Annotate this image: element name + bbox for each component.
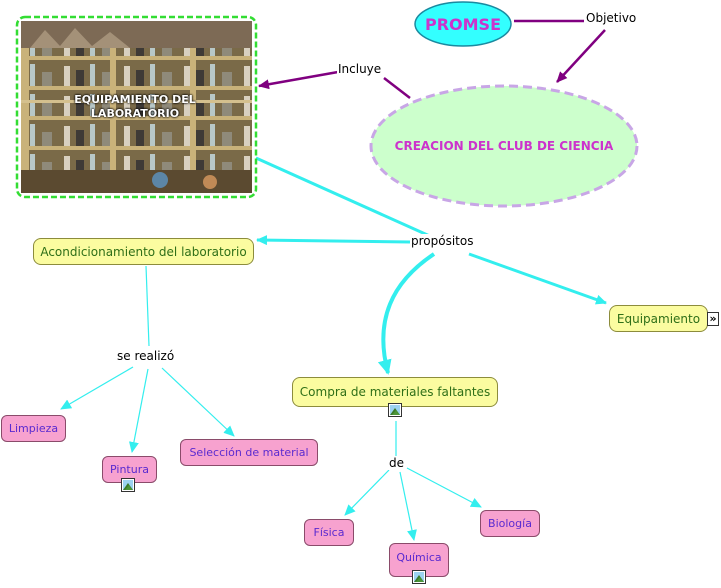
link-label-incluye: Incluye bbox=[337, 62, 383, 76]
promse-label: PROMSE bbox=[424, 14, 502, 34]
acondicionamiento-node[interactable]: Acondicionamiento del laboratorio bbox=[33, 238, 254, 265]
link-de-fisica bbox=[344, 469, 390, 516]
link-label-se-realizo: se realizó bbox=[116, 349, 176, 363]
lab-photo bbox=[21, 21, 252, 193]
equipamiento-label: Equipamiento bbox=[616, 311, 701, 326]
limpieza-label: Limpieza bbox=[8, 422, 59, 435]
image-icon[interactable] bbox=[388, 403, 402, 417]
equipamiento-lab-node[interactable]: EQUIPAMIENTO DEL LABORATORIO bbox=[60, 88, 210, 126]
link-label-de: de bbox=[388, 456, 405, 470]
link-objetivo-club bbox=[556, 29, 606, 83]
link-serealizo-limpieza bbox=[60, 366, 134, 410]
link-incluye-equip bbox=[258, 70, 339, 90]
image-icon[interactable] bbox=[121, 478, 135, 492]
link-serealizo-pintura bbox=[128, 368, 149, 453]
link-serealizo-seleccion bbox=[161, 367, 235, 437]
image-icon[interactable] bbox=[412, 570, 426, 584]
fisica-node[interactable]: Física bbox=[304, 519, 354, 546]
limpieza-node[interactable]: Limpieza bbox=[1, 415, 66, 442]
link-label-propositos: propósitos bbox=[410, 234, 475, 248]
quimica-label: Química bbox=[396, 550, 442, 564]
link-propositos-equip bbox=[468, 252, 607, 305]
expand-glyph: » bbox=[709, 312, 717, 325]
quimica-node[interactable]: Química bbox=[389, 543, 449, 577]
equipamiento-node[interactable]: Equipamiento bbox=[609, 305, 708, 332]
seleccion-node[interactable]: Selección de material bbox=[180, 439, 318, 466]
promse-node-shape bbox=[414, 1, 512, 47]
acondicionamiento-label: Acondicionamiento del laboratorio bbox=[40, 244, 247, 259]
compra-label: Compra de materiales faltantes bbox=[299, 385, 491, 399]
link-label-objetivo: Objetivo bbox=[585, 11, 638, 25]
equipamiento-lab-label: EQUIPAMIENTO DEL LABORATORIO bbox=[74, 93, 196, 120]
link-propositos-compra bbox=[377, 252, 436, 375]
biologia-node[interactable]: Biología bbox=[480, 510, 540, 537]
club-node-shape bbox=[369, 84, 639, 208]
club-label: CREACION DEL CLUB DE CIENCIA bbox=[394, 139, 614, 153]
seleccion-label: Selección de material bbox=[189, 446, 309, 459]
link-de-quimica bbox=[399, 471, 417, 541]
link-photo-propositos bbox=[255, 156, 433, 239]
link-acond-serealizo bbox=[145, 265, 150, 347]
club-node[interactable]: CREACION DEL CLUB DE CIENCIA bbox=[372, 88, 636, 204]
fisica-label: Física bbox=[313, 526, 345, 539]
biologia-label: Biología bbox=[488, 517, 532, 530]
link-de-biologia bbox=[406, 467, 482, 508]
expand-icon[interactable]: » bbox=[707, 312, 719, 326]
link-propositos-acond bbox=[256, 235, 411, 246]
promse-node[interactable]: PROMSE bbox=[415, 2, 511, 46]
pintura-label: Pintura bbox=[110, 463, 149, 476]
link-club-incluye bbox=[383, 77, 411, 99]
